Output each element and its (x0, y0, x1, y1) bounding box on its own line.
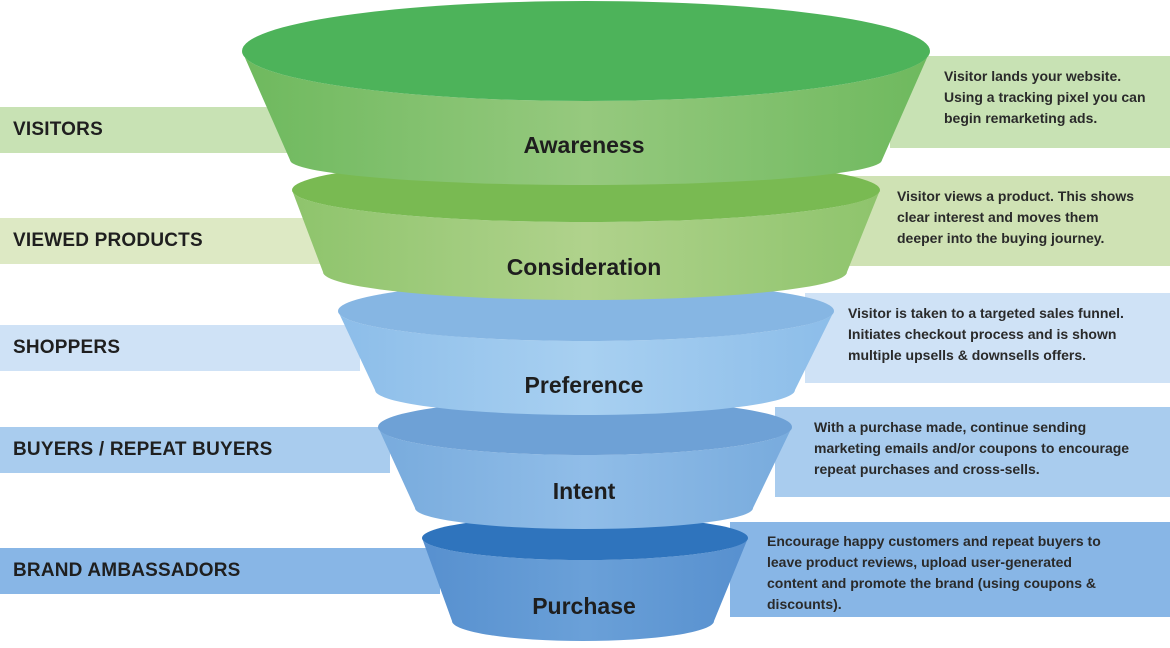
description-box-purchase: Encourage happy customers and repeat buy… (730, 522, 1170, 617)
description-line: With a purchase made, continue sending (814, 419, 1087, 435)
audience-label: SHOPPERS (13, 337, 121, 358)
funnel-stage-purchase: Purchase (422, 516, 748, 641)
audience-band-visitors: VISITORS (0, 107, 300, 153)
funnel-stage-intent: Intent (378, 399, 792, 529)
stage-label-consideration: Consideration (507, 254, 662, 280)
stage-label-awareness: Awareness (523, 132, 644, 158)
description-line: discounts). (767, 596, 842, 612)
funnel-body-preference (338, 311, 834, 415)
funnel-rim-intent (378, 399, 792, 455)
funnel-body-consideration (292, 190, 880, 300)
description-box-consideration: Visitor views a product. This shows clea… (845, 176, 1170, 266)
description-line: Visitor views a product. This shows (897, 188, 1135, 204)
description-box-intent: With a purchase made, continue sending m… (775, 407, 1170, 497)
audience-band-buyers: BUYERS / REPEAT BUYERS (0, 427, 390, 473)
funnel-stage-awareness: Awareness (242, 1, 930, 185)
stage-label-preference: Preference (525, 372, 644, 398)
description-line: Encourage happy customers and repeat buy… (767, 533, 1101, 549)
description-line: content and promote the brand (using cou… (767, 575, 1096, 591)
description-line: Visitor is taken to a targeted sales fun… (848, 305, 1124, 321)
description-line: leave product reviews, upload user-gener… (767, 554, 1072, 570)
description-line: repeat purchases and cross-sells. (814, 461, 1040, 477)
funnel-rim-purchase (422, 516, 748, 560)
audience-label: VIEWED PRODUCTS (13, 230, 203, 251)
description-line: deeper into the buying journey. (897, 230, 1105, 246)
description-line: begin remarketing ads. (944, 110, 1098, 126)
description-box-preference: Visitor is taken to a targeted sales fun… (805, 293, 1170, 383)
audience-label: BRAND AMBASSADORS (13, 560, 241, 581)
audience-label: VISITORS (13, 119, 103, 140)
description-line: Initiates checkout process and is shown (848, 326, 1117, 342)
description-line: Visitor lands your website. (944, 68, 1122, 84)
audience-label: BUYERS / REPEAT BUYERS (13, 439, 273, 460)
description-line: clear interest and moves them (897, 209, 1099, 225)
funnel-body-intent (378, 427, 792, 529)
stage-label-intent: Intent (553, 478, 616, 504)
stage-label-purchase: Purchase (532, 593, 636, 619)
audience-band-shoppers: SHOPPERS (0, 325, 360, 371)
description-line: Using a tracking pixel you can (944, 89, 1146, 105)
audience-band-brand-ambassadors: BRAND AMBASSADORS (0, 548, 440, 594)
funnel-rim-awareness (242, 1, 930, 101)
funnel-body-awareness (242, 51, 930, 185)
funnel-stage-preference: Preference (338, 281, 834, 415)
description-line: multiple upsells & downsells offers. (848, 347, 1087, 363)
funnel-body-purchase (422, 538, 748, 641)
description-line: marketing emails and/or coupons to encou… (814, 440, 1130, 456)
audience-band-viewed-products: VIEWED PRODUCTS (0, 218, 320, 264)
description-box-awareness: Visitor lands your website. Using a trac… (890, 56, 1170, 148)
